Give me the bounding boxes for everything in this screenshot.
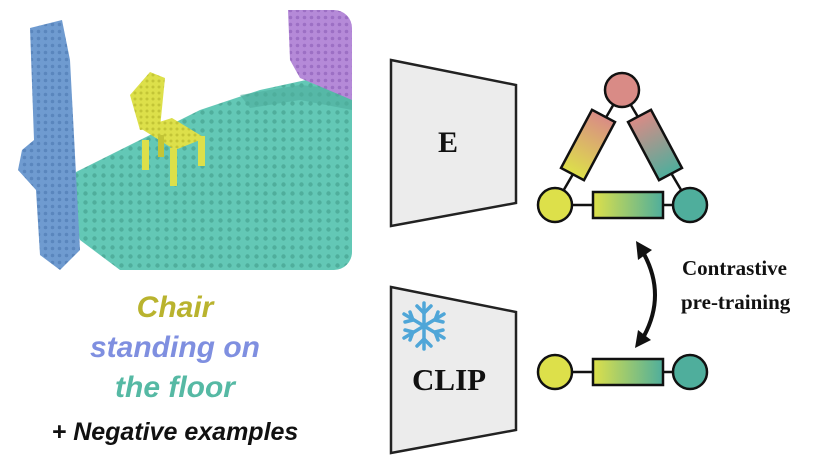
pretraining-label: pre-training bbox=[681, 290, 791, 314]
contrastive-double-arrow bbox=[635, 241, 657, 348]
scene-encoder-label: E bbox=[438, 126, 459, 159]
caption-standing-on: standing on bbox=[90, 331, 260, 364]
floor-points bbox=[60, 70, 352, 270]
node-left bbox=[536, 186, 574, 224]
text-node-left bbox=[536, 353, 574, 391]
scene-graph bbox=[536, 71, 709, 224]
contrastive-label: Contrastive bbox=[682, 256, 787, 280]
text-node-right bbox=[671, 353, 709, 391]
edge-left-rect bbox=[559, 108, 617, 182]
blue-wall-points bbox=[18, 20, 80, 270]
text-graph bbox=[536, 353, 709, 391]
edge-right-rect bbox=[626, 108, 684, 182]
caption-the-floor: the floor bbox=[115, 371, 235, 404]
clip-encoder-label: CLIP bbox=[412, 362, 487, 397]
purple-wall-points bbox=[288, 10, 352, 100]
node-right bbox=[671, 186, 709, 224]
caption-negative-examples: + Negative examples bbox=[51, 418, 299, 446]
chair-points bbox=[130, 72, 205, 186]
snowflake-icon bbox=[402, 301, 446, 351]
floor-edge bbox=[240, 85, 352, 110]
point-cloud-scene bbox=[10, 10, 352, 270]
node-top bbox=[603, 71, 641, 109]
caption-chair: Chair bbox=[136, 291, 214, 324]
text-edge-rect bbox=[591, 357, 665, 387]
edge-bottom-rect bbox=[591, 190, 665, 220]
scene-encoder-trapezoid bbox=[389, 58, 518, 228]
